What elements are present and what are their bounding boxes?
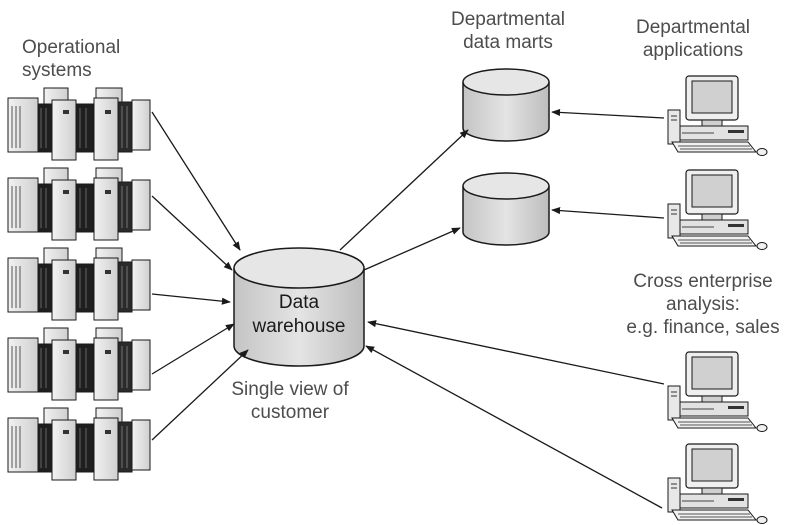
operational-server-1-icon bbox=[7, 87, 151, 161]
departmental-applications-label: Departmental applications bbox=[618, 16, 768, 62]
data-mart-cylinder-1-icon bbox=[462, 68, 550, 142]
arrow-server-5 bbox=[151, 349, 249, 441]
departmental-data-marts-label: Departmental data marts bbox=[430, 8, 586, 54]
operational-systems-label-line-2: systems bbox=[22, 60, 92, 81]
data-marts-label-line-1: Departmental bbox=[450, 9, 566, 30]
cross-enterprise-label-line-3: e.g. finance, sales bbox=[626, 317, 780, 338]
analysis-computer-2-icon bbox=[667, 443, 768, 525]
arrow-analysis-2 bbox=[365, 345, 663, 509]
data-warehouse-label-line-1: Data bbox=[278, 292, 320, 313]
cross-enterprise-label-line-2: analysis: bbox=[666, 294, 740, 315]
operational-systems-label: Operational systems bbox=[22, 36, 120, 82]
applications-label-line-1: Departmental bbox=[635, 17, 751, 38]
operational-server-2-icon bbox=[7, 167, 151, 241]
analysis-computer-1-icon bbox=[667, 351, 768, 433]
data-warehouse-label-line-2: warehouse bbox=[252, 316, 346, 337]
computer-arrows bbox=[365, 108, 665, 509]
applications-label-line-2: applications bbox=[642, 40, 744, 61]
arrow-server-1 bbox=[151, 111, 241, 251]
server-to-warehouse-arrows bbox=[151, 111, 249, 441]
operational-server-3-icon bbox=[7, 247, 151, 321]
cross-enterprise-label: Cross enterprise analysis: e.g. finance,… bbox=[610, 270, 796, 339]
operational-server-4-icon bbox=[7, 327, 151, 401]
arrow-server-2 bbox=[151, 195, 233, 271]
operational-systems-label-line-1: Operational bbox=[22, 37, 121, 58]
departmental-computer-2-icon bbox=[667, 169, 768, 251]
cross-enterprise-label-line-1: Cross enterprise bbox=[633, 271, 773, 292]
warehouse-to-mart-arrows bbox=[339, 129, 469, 271]
single-view-label-line-2: customer bbox=[250, 402, 330, 423]
single-view-label-line-1: Single view of bbox=[231, 379, 349, 400]
single-view-label: Single view of customer bbox=[220, 378, 360, 424]
data-mart-cylinder-2-icon bbox=[462, 172, 550, 246]
arrow-mart-2 bbox=[363, 227, 461, 271]
arrow-server-3 bbox=[151, 293, 231, 305]
arrow-app-2 bbox=[551, 206, 665, 219]
data-warehouse-cylinder-icon bbox=[233, 247, 365, 367]
arrow-analysis-1 bbox=[367, 320, 665, 385]
departmental-computer-1-icon bbox=[667, 75, 768, 157]
arrow-app-1 bbox=[551, 108, 665, 119]
data-warehouse-label: Data warehouse bbox=[234, 291, 364, 339]
operational-server-5-icon bbox=[7, 407, 151, 481]
data-marts-label-line-2: data marts bbox=[463, 32, 553, 53]
arrow-server-4 bbox=[151, 323, 235, 375]
arrow-mart-1 bbox=[339, 129, 469, 251]
